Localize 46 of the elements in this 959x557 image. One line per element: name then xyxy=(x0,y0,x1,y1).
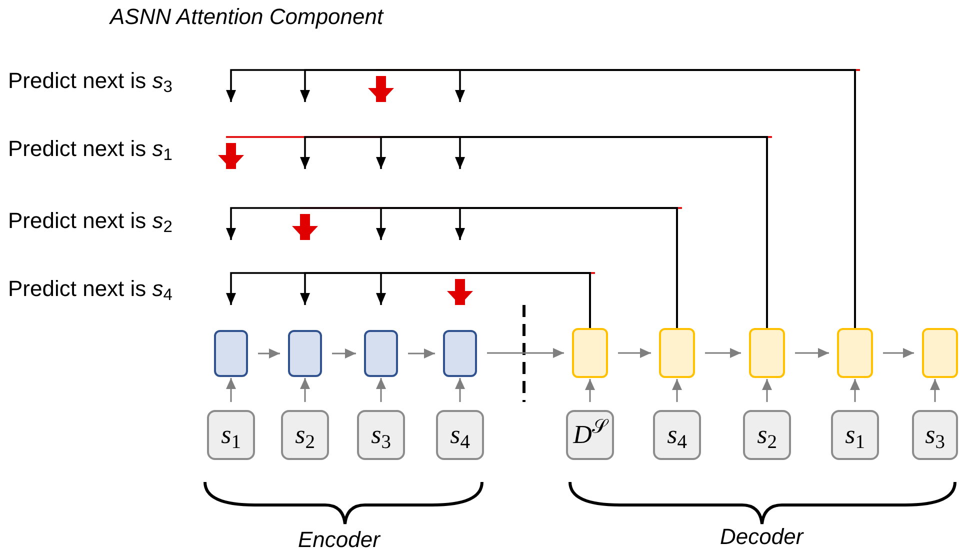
decoder-cell xyxy=(837,328,873,378)
arrow xyxy=(455,207,678,328)
arrow xyxy=(762,379,772,402)
arrow xyxy=(618,348,651,358)
arrow xyxy=(455,69,856,328)
arrow xyxy=(883,348,914,358)
arrow xyxy=(455,136,768,328)
decoder-cell xyxy=(749,328,785,378)
input-token-box: s$_{3}$ xyxy=(357,410,405,460)
arrow xyxy=(455,378,465,402)
arrow xyxy=(376,378,386,402)
arrow xyxy=(258,348,280,358)
prediction-label: Predict next is s$_{1}$ xyxy=(8,135,172,164)
prediction-label: Predict next is s$_{4}$ xyxy=(8,275,172,304)
decoder-cell xyxy=(922,328,958,378)
encoder-cell xyxy=(288,330,322,377)
arrow xyxy=(850,379,860,402)
arrow xyxy=(930,379,940,402)
diagram-title: ASNN Attention Component xyxy=(110,3,384,31)
prediction-label: Predict next is s$_{3}$ xyxy=(8,67,172,96)
decoder-cell xyxy=(572,328,608,378)
input-token-box: s$_{3}$ xyxy=(912,410,958,460)
input-token-box: D$^{𝒮}$ xyxy=(566,410,614,460)
input-token-box: s$_{2}$ xyxy=(281,410,329,460)
input-token-box: s$_{1}$ xyxy=(207,410,255,460)
arrow xyxy=(408,348,435,358)
decoder-cell xyxy=(659,328,695,378)
input-token-box: s$_{4}$ xyxy=(653,410,701,460)
input-token-box: s$_{1}$ xyxy=(831,410,879,460)
arrow xyxy=(226,378,236,402)
encoder-cell xyxy=(214,330,248,377)
encoder-cell xyxy=(364,330,398,377)
prediction-label: Predict next is s$_{2}$ xyxy=(8,207,172,236)
arrow xyxy=(332,348,356,358)
input-token-box: s$_{4}$ xyxy=(436,410,484,460)
arrow xyxy=(487,348,564,358)
encoder-cell xyxy=(443,330,477,377)
input-token-box: s$_{2}$ xyxy=(743,410,791,460)
arrow xyxy=(672,379,682,402)
section-label: Decoder xyxy=(720,523,804,551)
section-label: Encoder xyxy=(298,526,380,554)
arrow xyxy=(795,348,829,358)
arrow xyxy=(300,378,310,402)
arrow xyxy=(585,379,595,402)
arrow xyxy=(705,348,741,358)
arrow xyxy=(376,272,591,328)
